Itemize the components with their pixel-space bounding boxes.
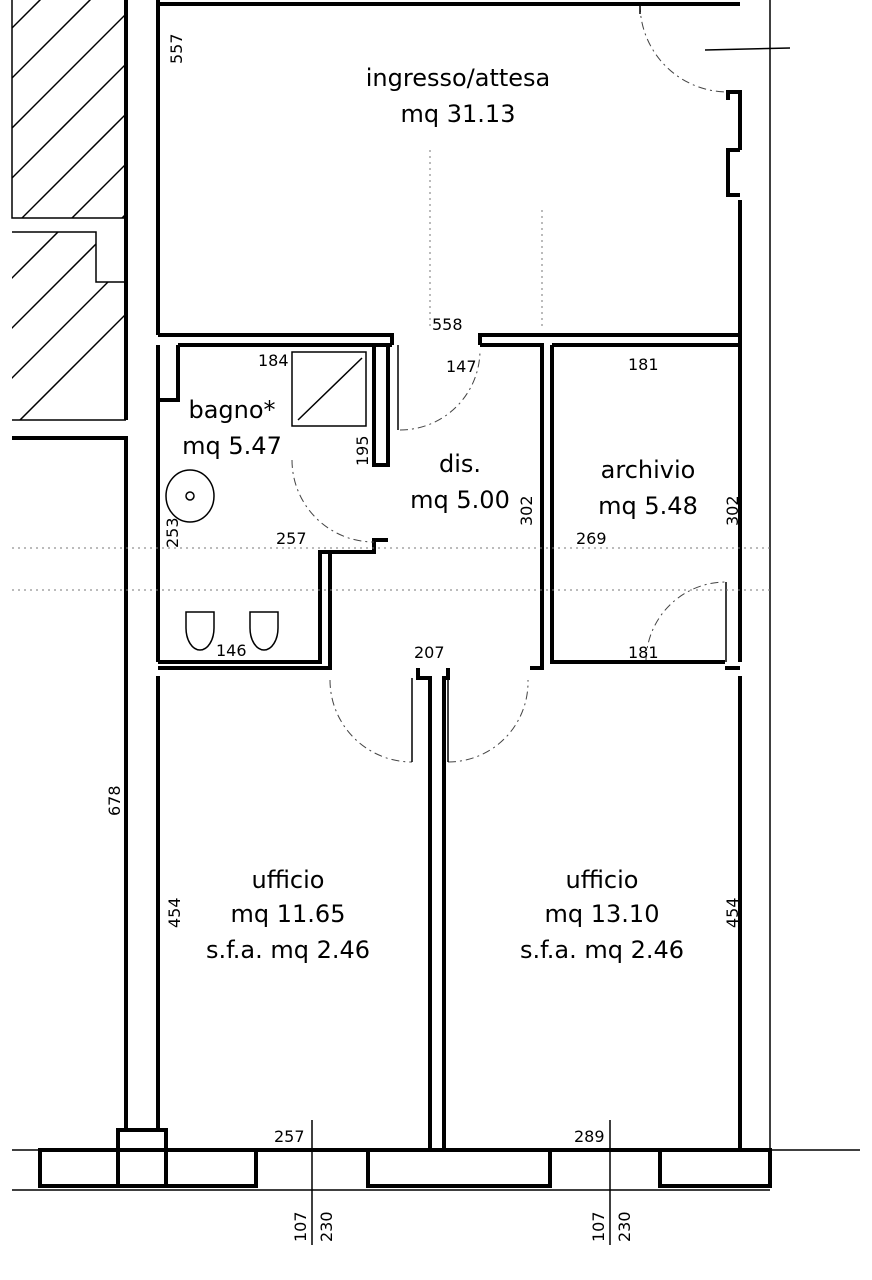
dim-289: 289 bbox=[574, 1127, 605, 1146]
hatched-neighbour-area bbox=[11, 0, 126, 421]
dis-area: mq 5.00 bbox=[410, 486, 510, 514]
dim-257-bottom: 257 bbox=[274, 1127, 305, 1146]
dim-181-top: 181 bbox=[628, 355, 659, 374]
room-labels: ingresso/attesa mq 31.13 bagno* mq 5.47 … bbox=[182, 64, 698, 964]
ufficio-right-name: ufficio bbox=[566, 866, 639, 894]
dim-230-right: 230 bbox=[615, 1211, 634, 1242]
dim-454-right: 454 bbox=[723, 897, 742, 928]
dim-184: 184 bbox=[258, 351, 289, 370]
dim-253: 253 bbox=[163, 517, 182, 548]
ufficio-left-name: ufficio bbox=[252, 866, 325, 894]
bagno-area: mq 5.47 bbox=[182, 432, 282, 460]
dim-558: 558 bbox=[432, 315, 463, 334]
dim-147: 147 bbox=[446, 357, 477, 376]
dim-107-right: 107 bbox=[589, 1211, 608, 1242]
dotted-guides bbox=[12, 150, 770, 591]
dim-181-bottom: 181 bbox=[628, 643, 659, 662]
ufficio-left-sfa: s.f.a. mq 2.46 bbox=[206, 936, 370, 964]
bagno-name: bagno* bbox=[188, 396, 275, 424]
dis-name: dis. bbox=[439, 450, 481, 478]
dim-230-left: 230 bbox=[317, 1211, 336, 1242]
dim-257-bagno: 257 bbox=[276, 529, 307, 548]
dim-302-dis: 302 bbox=[517, 495, 536, 526]
archivio-area: mq 5.48 bbox=[598, 492, 698, 520]
dim-195: 195 bbox=[353, 435, 372, 466]
dimension-labels: 557 558 147 184 181 195 302 302 253 257 … bbox=[105, 33, 742, 1245]
walls bbox=[12, 0, 860, 1191]
archivio-name: archivio bbox=[601, 456, 696, 484]
dim-107-left: 107 bbox=[291, 1211, 310, 1242]
dim-207: 207 bbox=[414, 643, 445, 662]
ingresso-name: ingresso/attesa bbox=[366, 64, 551, 92]
dim-557: 557 bbox=[167, 33, 186, 64]
ufficio-left-area: mq 11.65 bbox=[231, 900, 346, 928]
dim-146: 146 bbox=[216, 641, 247, 660]
dim-678: 678 bbox=[105, 785, 124, 816]
sanitary-fixtures bbox=[165, 351, 367, 651]
dim-454-left: 454 bbox=[165, 897, 184, 928]
dim-269: 269 bbox=[576, 529, 607, 548]
doors bbox=[291, 3, 791, 763]
ufficio-right-sfa: s.f.a. mq 2.46 bbox=[520, 936, 684, 964]
dim-302-archivio: 302 bbox=[723, 495, 742, 526]
ingresso-area: mq 31.13 bbox=[401, 100, 516, 128]
ufficio-right-area: mq 13.10 bbox=[545, 900, 660, 928]
